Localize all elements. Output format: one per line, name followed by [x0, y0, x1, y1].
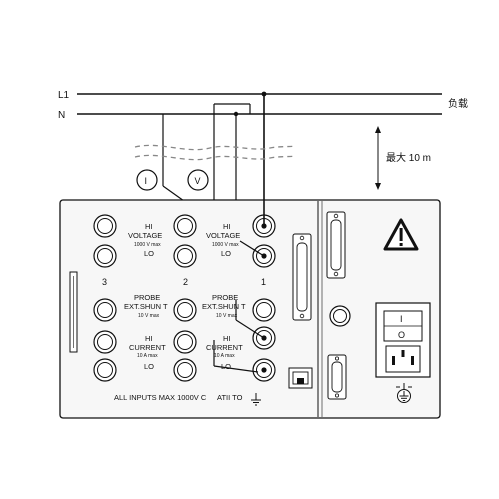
voltage-lo-label: LO [144, 249, 154, 258]
load-label: 负载 [448, 97, 468, 110]
channel-3-voltage-hi[interactable] [93, 214, 117, 238]
current-max-label: 10 A max [137, 353, 158, 359]
break-mark-bottom [134, 154, 297, 161]
channel-3-label: 3 [102, 277, 107, 287]
bnc-right[interactable] [329, 305, 351, 327]
probe-shunt-label-1: EXT.SHUN T [202, 302, 246, 311]
channel-2-label: 2 [183, 277, 188, 287]
channel-3-probe[interactable] [93, 298, 117, 322]
probe-max-label-1: 10 V max [216, 313, 238, 319]
attention-label: ATII TO [217, 393, 243, 402]
power-switch[interactable]: I O [398, 314, 405, 340]
current-label-1: CURRENT [206, 343, 243, 352]
voltage-hi-label-1: HI [223, 222, 231, 231]
probe-max-label: 10 V max [138, 313, 160, 319]
channel-1-label: 1 [261, 277, 266, 287]
channel-3-voltage-lo[interactable] [93, 244, 117, 268]
channel-3-current-lo[interactable] [93, 358, 117, 382]
voltage-hi-label: HI [145, 222, 153, 231]
ground-icon [251, 393, 261, 406]
power-switch-on-label: I [400, 314, 403, 324]
ethernet-port[interactable] [288, 367, 313, 389]
voltage-meter-label: V [195, 176, 201, 186]
max-inputs-label: ALL INPUTS MAX 1000V C [114, 393, 207, 402]
current-max-label-1: 10 A max [214, 353, 235, 359]
input-connectors [93, 214, 276, 382]
voltage-meter [187, 169, 209, 191]
channel-2-current-hi[interactable] [173, 330, 197, 354]
probe-label: PROBE [134, 293, 160, 302]
break-mark-top [134, 144, 297, 151]
voltage-lo-label-1: LO [221, 249, 231, 258]
current-label: CURRENT [129, 343, 166, 352]
l1-label: L1 [58, 90, 70, 101]
voltage-max-label-1: 1000 V max [212, 242, 239, 248]
current-hi-label-1: HI [223, 334, 231, 343]
current-lo-label: LO [144, 362, 154, 371]
warning-icon [383, 218, 419, 251]
current-meter-label: I [145, 176, 148, 186]
channel-3-current-hi[interactable] [93, 330, 117, 354]
protective-earth-icon [396, 383, 412, 403]
channel-1-probe[interactable] [252, 298, 276, 322]
wire-n-current-end [235, 319, 265, 339]
current-meter [136, 169, 158, 191]
current-hi-label: HI [145, 334, 153, 343]
probe-shunt-label: EXT.SHUN T [124, 302, 168, 311]
voltage-label-1: VOLTAGE [206, 231, 240, 240]
power-module [375, 302, 431, 378]
n-label: N [58, 110, 65, 121]
channel-1-current-lo[interactable] [252, 358, 276, 382]
sub-d-connector-right[interactable] [326, 211, 346, 279]
channel-2-voltage-lo[interactable] [173, 244, 197, 268]
voltage-max-label: 1000 V max [134, 242, 161, 248]
channel-2-voltage-hi[interactable] [173, 214, 197, 238]
voltage-label: VOLTAGE [128, 231, 162, 240]
wire-v-current-end [213, 365, 259, 373]
distance-arrow-down [375, 183, 381, 190]
sub-d-connector-large[interactable] [292, 233, 312, 321]
channel-2-probe[interactable] [173, 298, 197, 322]
distance-label: 最大 10 m [386, 151, 431, 164]
serial-port[interactable] [327, 354, 347, 400]
power-switch-off-label: O [398, 330, 405, 340]
distance-arrow-up [375, 126, 381, 133]
channel-2-current-lo[interactable] [173, 358, 197, 382]
wire-i-end [239, 240, 265, 257]
current-lo-label-1: LO [221, 362, 231, 371]
probe-label-1: PROBE [212, 293, 238, 302]
